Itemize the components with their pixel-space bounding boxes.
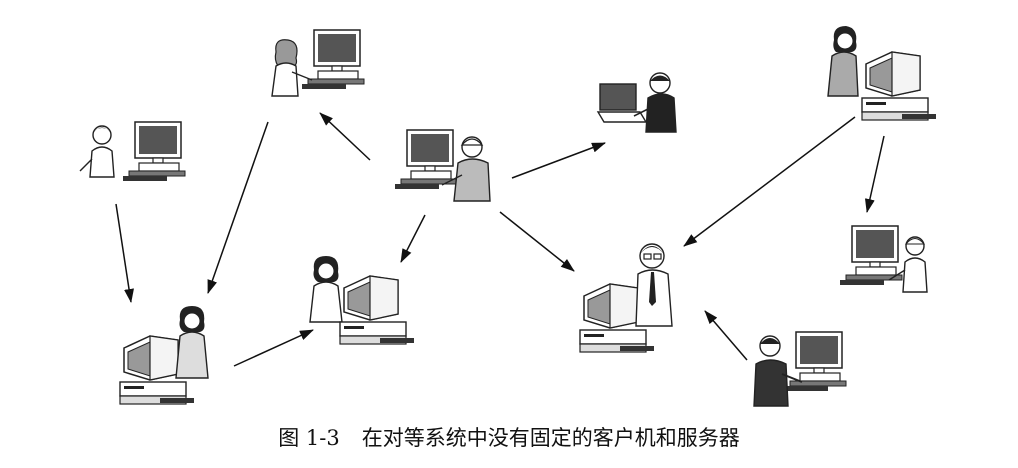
node-man-monitor-n6: [839, 225, 928, 293]
woman-icon: [309, 256, 343, 323]
node-man-suit-monitor-n10: [753, 331, 847, 407]
node-woman-crt-desktop-n8: [309, 256, 415, 345]
node-man-glasses-crt-desktop-n9: [579, 243, 673, 353]
figure-caption: 图 1-3 在对等系统中没有固定的客户机和服务器: [0, 422, 1018, 452]
arrow-n7-to-n8: [233, 329, 314, 367]
man-suit-icon: [753, 335, 803, 407]
arrow-n5-to-n9: [683, 116, 856, 247]
arrow-n5-to-n6: [864, 135, 885, 213]
arrow-n10-to-n9: [704, 310, 748, 361]
edges: [115, 112, 885, 367]
man-icon: [79, 125, 115, 178]
node-woman-desktop-tower-n5: [827, 26, 937, 121]
woman-icon: [827, 26, 859, 97]
figure-number: 图 1-3: [278, 426, 340, 450]
arrow-n3-to-n4: [511, 142, 606, 179]
arrow-n3-to-n8: [400, 214, 426, 263]
figure-caption-text: 在对等系统中没有固定的客户机和服务器: [361, 426, 740, 450]
node-man-monitor-n2: [79, 121, 186, 182]
node-man-cap-monitor-n3: [394, 129, 491, 202]
man-glasses-icon: [635, 243, 673, 327]
node-woman-monitor-n1: [271, 29, 365, 97]
man-icon: [633, 72, 677, 133]
node-woman-crt-desktop-n7: [119, 306, 209, 405]
arrow-n2-to-n7: [115, 203, 134, 303]
laptop-icon: [596, 83, 648, 123]
man-cap-icon: [441, 136, 491, 202]
node-man-laptop-n4: [596, 72, 677, 133]
arrow-n3-to-n1: [319, 112, 371, 161]
woman-icon: [271, 39, 313, 97]
arrow-n3-to-n9: [499, 211, 575, 272]
man-icon: [888, 236, 928, 293]
woman-icon: [175, 306, 209, 379]
arrow-n1-to-n7: [207, 121, 269, 294]
